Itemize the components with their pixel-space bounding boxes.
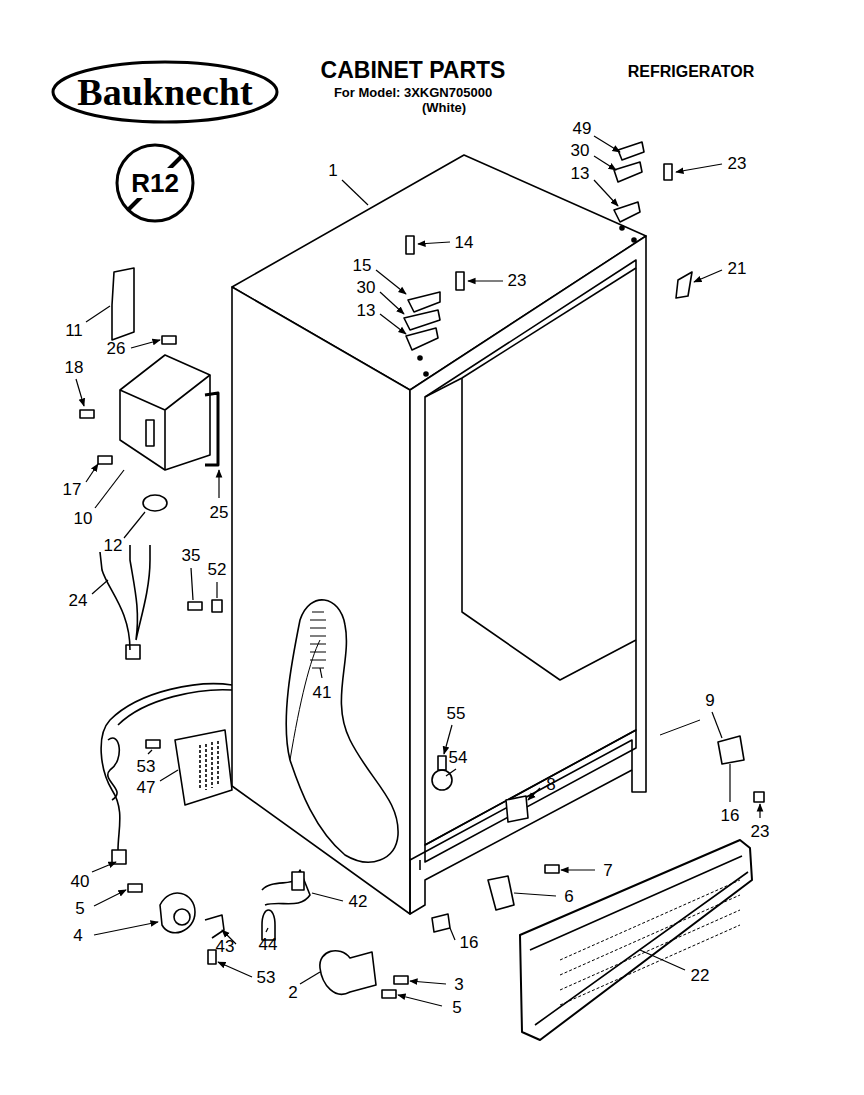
- callout-number: 5: [451, 998, 462, 1017]
- callout-number: 6: [563, 887, 574, 906]
- callout-number: 53: [256, 968, 277, 987]
- cabinet: [232, 155, 646, 914]
- callout-number: 54: [448, 748, 469, 767]
- callout-number: 42: [348, 892, 369, 911]
- callout-number: 12: [103, 536, 124, 555]
- callout-number: 13: [356, 301, 377, 320]
- callout-number: 47: [136, 778, 157, 797]
- callout-number: 49: [572, 119, 593, 138]
- callout-number: 13: [570, 164, 591, 183]
- callout-number: 4: [72, 926, 83, 945]
- callout-number: 41: [312, 683, 333, 702]
- callout-number: 26: [106, 339, 127, 358]
- callout-number: 11: [64, 321, 84, 340]
- callout-number: 55: [446, 704, 467, 723]
- callout-number: 43: [215, 937, 236, 956]
- refrigerant-mark: R12: [128, 168, 182, 198]
- callout-number: 14: [454, 233, 475, 252]
- callout-number: 7: [602, 861, 613, 880]
- model-number: For Model: 3XKGN705000: [333, 85, 493, 100]
- callout-number: 17: [62, 480, 83, 499]
- color-note: (White): [421, 100, 467, 115]
- callout-number: 24: [68, 591, 89, 610]
- callout-number: 22: [690, 966, 711, 985]
- callout-number: 25: [209, 503, 230, 522]
- callout-number: 10: [73, 509, 94, 528]
- prohibition-circle: [117, 145, 193, 221]
- callout-number: 3: [453, 975, 464, 994]
- callout-number: 30: [356, 278, 377, 297]
- brand-logo: Bauknecht: [76, 72, 253, 112]
- callout-number: 23: [750, 822, 771, 841]
- callout-number: 15: [352, 256, 373, 275]
- callout-number: 1: [327, 161, 338, 180]
- prohibition-slash: [128, 156, 182, 210]
- callout-number: 16: [720, 806, 741, 825]
- callout-number: 44: [258, 935, 279, 954]
- callout-number: 35: [181, 546, 202, 565]
- callout-number: 23: [507, 271, 528, 290]
- callout-number: 9: [704, 691, 715, 710]
- callout-number: 52: [207, 560, 228, 579]
- callout-number: 23: [727, 154, 748, 173]
- callout-number: 40: [70, 872, 91, 891]
- callout-number: 53: [136, 757, 157, 776]
- callout-number: 8: [545, 775, 556, 794]
- callout-number: 30: [570, 141, 591, 160]
- callout-number: 18: [64, 358, 85, 377]
- leader-lines: [76, 136, 760, 1006]
- appliance-type: REFRIGERATOR: [627, 63, 756, 81]
- callout-number: 5: [74, 899, 85, 918]
- callout-number: 2: [287, 983, 298, 1002]
- page-title: CABINET PARTS: [321, 59, 506, 82]
- callout-number: 16: [459, 933, 480, 952]
- callout-number: 21: [727, 259, 748, 278]
- logo-outline: [53, 62, 277, 122]
